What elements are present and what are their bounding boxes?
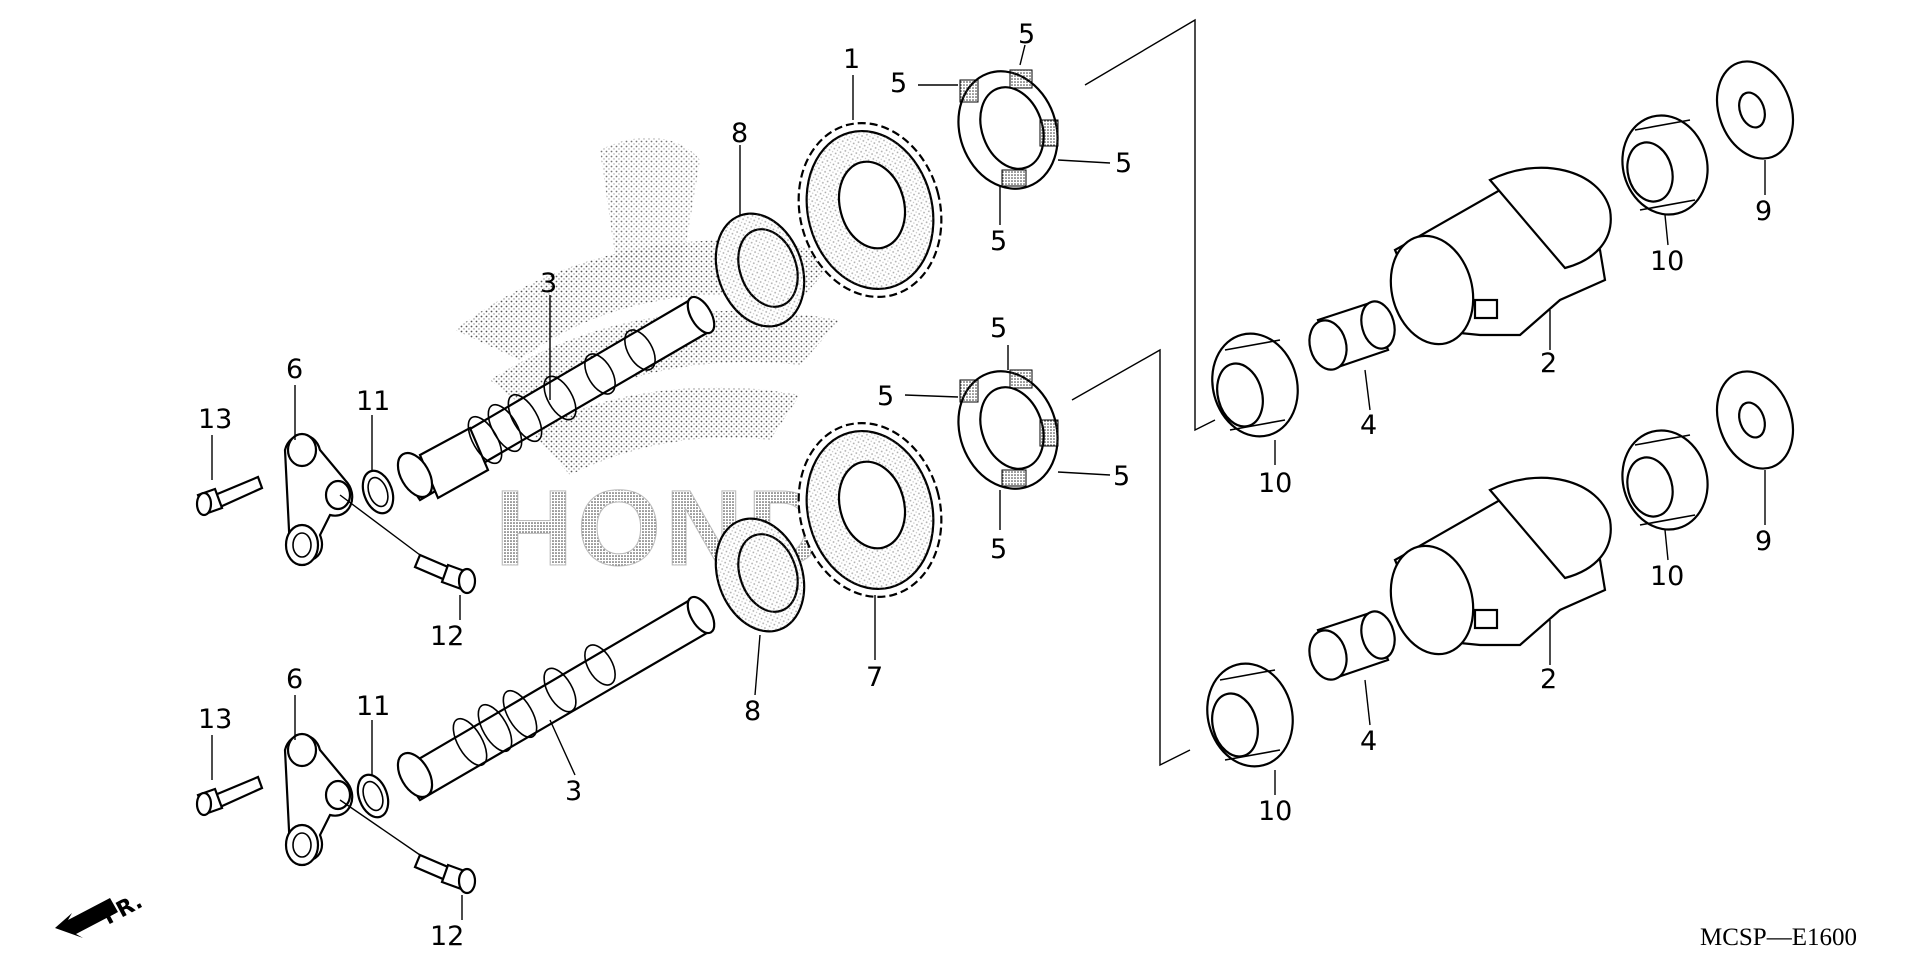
cage-5-upper (957, 69, 1059, 190)
collar-8-lower (714, 517, 806, 633)
callout-12: 12 (430, 621, 464, 652)
callout-4: 4 (1360, 410, 1377, 441)
collar-4-lower (1308, 610, 1396, 681)
washer-11-lower (356, 773, 390, 819)
callout-8: 8 (731, 118, 748, 149)
bearing-10-lower-right (1621, 429, 1709, 531)
callout-9: 9 (1755, 196, 1772, 227)
callout-4: 4 (1360, 726, 1377, 757)
callout-9: 9 (1755, 526, 1772, 557)
washer-9-upper (1715, 60, 1795, 160)
assembly-guide-lines (1071, 18, 1216, 767)
callout-13: 13 (198, 704, 232, 735)
collar-8-upper (714, 212, 806, 328)
bolt-12-upper (413, 553, 477, 595)
callout-6: 6 (286, 664, 303, 695)
gear-7 (797, 421, 943, 599)
direction-label: FR. (99, 889, 147, 930)
callout-1: 1 (843, 44, 860, 75)
callout-10: 10 (1650, 561, 1684, 592)
callout-11: 11 (356, 386, 390, 417)
callout-10: 10 (1258, 796, 1292, 827)
callout-5: 5 (890, 68, 907, 99)
callout-5: 5 (1018, 19, 1035, 50)
callout-6: 6 (286, 354, 303, 385)
bearing-10-lower-left (1206, 662, 1294, 768)
bolt-13-lower (195, 775, 264, 817)
callout-3: 3 (565, 776, 582, 807)
callout-7: 7 (866, 662, 883, 693)
arm-6-upper (283, 432, 354, 567)
joint-2-lower (1389, 476, 1612, 656)
callout-2: 2 (1540, 664, 1557, 695)
callout-3: 3 (540, 268, 557, 299)
callout-2: 2 (1540, 348, 1557, 379)
bolt-13-upper (195, 475, 264, 517)
bearing-10-upper-right (1621, 114, 1709, 216)
callout-5: 5 (877, 381, 894, 412)
callout-5: 5 (990, 534, 1007, 565)
callout-5: 5 (990, 313, 1007, 344)
callout-5: 5 (1113, 461, 1130, 492)
callout-12: 12 (430, 921, 464, 952)
shaft-upper (396, 295, 716, 502)
collar-4-upper (1308, 300, 1396, 371)
bolt-12-lower (413, 853, 477, 895)
shaft-lower (396, 595, 716, 802)
callout-10: 10 (1650, 246, 1684, 277)
washer-11-upper (361, 469, 395, 515)
callout-5: 5 (990, 226, 1007, 257)
callout-10: 10 (1258, 468, 1292, 499)
callout-13: 13 (198, 404, 232, 435)
washer-9-lower (1715, 370, 1795, 470)
diagram-code: MCSP—E1600 (1700, 924, 1857, 951)
joint-2-upper (1389, 166, 1612, 346)
callout-labels: 1 2 2 3 3 4 4 5 5 5 5 5 5 5 5 6 6 7 8 8 … (198, 19, 1772, 952)
bearing-10-upper-left (1211, 332, 1299, 438)
callout-8: 8 (744, 696, 761, 727)
leader-lines (211, 44, 1766, 920)
gear-1 (797, 121, 943, 299)
cage-5-lower (957, 369, 1059, 490)
callout-5: 5 (1115, 148, 1132, 179)
front-direction-arrow: FR. (55, 889, 147, 938)
callout-11: 11 (356, 691, 390, 722)
arm-6-lower (283, 732, 354, 867)
